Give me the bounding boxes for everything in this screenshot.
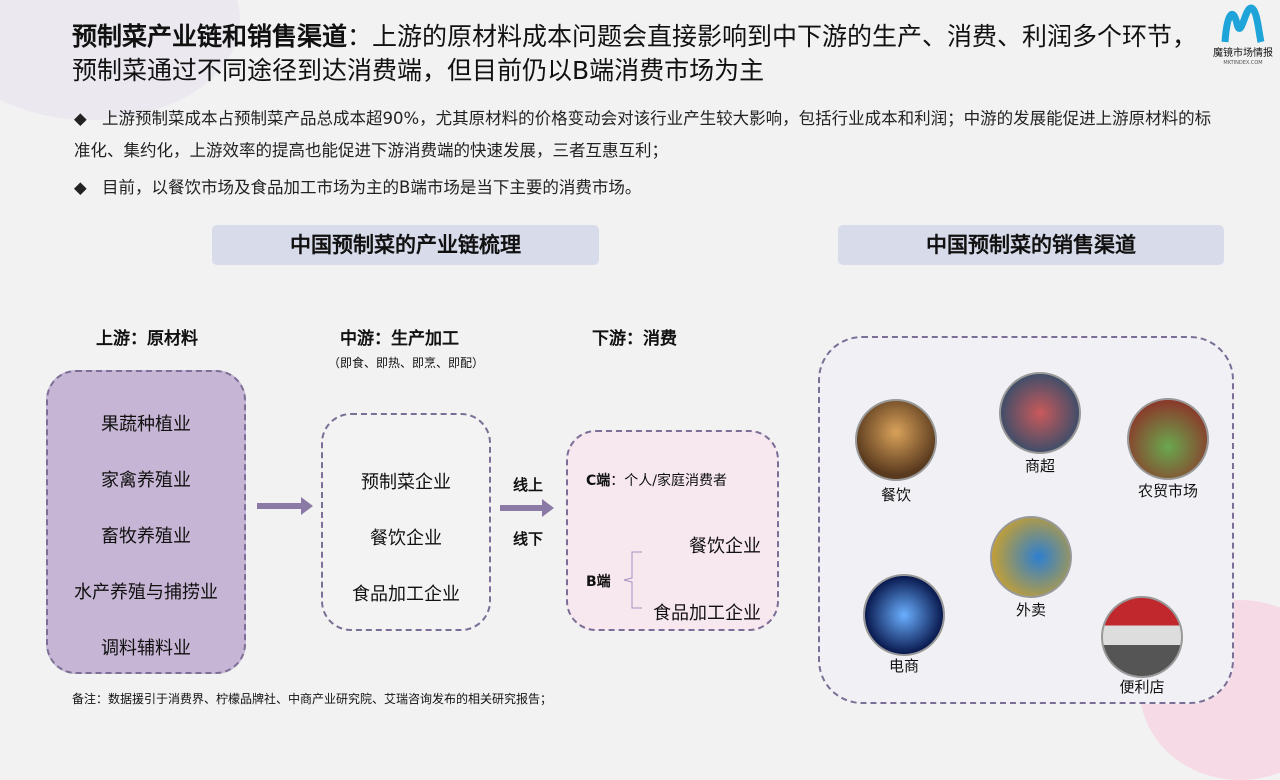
supermarket-photo [999, 372, 1081, 454]
ecommerce-photo [863, 574, 945, 656]
midstream-box: 预制菜企业 餐饮企业 食品加工企业 [321, 413, 491, 631]
midstream-item: 餐饮企业 [370, 528, 442, 549]
c-end-text: ：个人/家庭消费者 [610, 473, 727, 489]
downstream-box: C端：个人/家庭消费者 B端 餐饮企业 食品加工企业 [566, 430, 779, 631]
channel-header: 中国预制菜的销售渠道 [838, 225, 1224, 265]
page-title: 预制菜产业链和销售渠道：上游的原材料成本问题会直接影响到中下游的生产、消费、利润… [72, 22, 1198, 85]
upstream-item: 家禽养殖业 [101, 470, 191, 491]
upstream-box: 果蔬种植业 家禽养殖业 畜牧养殖业 水产养殖与捕捞业 调料辅料业 [46, 370, 246, 674]
midstream-label: 中游：生产加工 [340, 329, 459, 349]
logo: 魔镜市场情报 MKTINDEX.COM [1210, 4, 1276, 66]
arrow-right-icon [257, 497, 313, 515]
b-end-item: 餐饮企业 [689, 536, 761, 557]
footnote: 备注：数据援引于消费界、柠檬品牌社、中商产业研究院、艾瑞咨询发布的相关研究报告； [72, 692, 553, 706]
channel-label: 农贸市场 [1137, 482, 1198, 500]
channel-label: 便利店 [1119, 678, 1165, 696]
channel-label: 外卖 [1015, 601, 1046, 619]
channel-label: 商超 [1024, 457, 1055, 475]
b-end-item: 食品加工企业 [653, 603, 761, 624]
market-photo [1127, 398, 1209, 480]
arrow-right-icon [500, 499, 554, 517]
c-end-label: C端 [586, 473, 611, 489]
online-label: 线上 [513, 476, 544, 494]
upstream-item: 果蔬种植业 [101, 414, 191, 435]
upstream-item: 水产养殖与捕捞业 [74, 582, 218, 603]
upstream-item: 调料辅料业 [101, 638, 191, 659]
upstream-label: 上游：原材料 [96, 329, 198, 349]
delivery-photo [990, 516, 1072, 598]
bullet-1: ◆上游预制菜成本占预制菜产品总成本超90%，尤其原材料的价格变动会对该行业产生较… [74, 109, 1212, 160]
midstream-note: （即食、即热、即烹、即配） [328, 356, 485, 370]
channel-label: 餐饮 [880, 486, 911, 504]
channel-label: 电商 [888, 657, 919, 675]
brace-icon [623, 551, 642, 609]
upstream-item: 畜牧养殖业 [101, 526, 191, 547]
logo-m-icon [1221, 4, 1265, 43]
downstream-label: 下游：消费 [592, 329, 677, 349]
midstream-item: 预制菜企业 [361, 472, 451, 493]
convenience-store-photo [1101, 596, 1183, 678]
midstream-item: 食品加工企业 [352, 584, 460, 605]
offline-label: 线下 [513, 530, 544, 548]
restaurant-photo [855, 399, 937, 481]
chain-header: 中国预制菜的产业链梳理 [212, 225, 599, 265]
bullet-2: ◆目前，以餐饮市场及食品加工市场为主的B端市场是当下主要的消费市场。 [74, 178, 642, 197]
b-end-label: B端 [586, 574, 611, 590]
